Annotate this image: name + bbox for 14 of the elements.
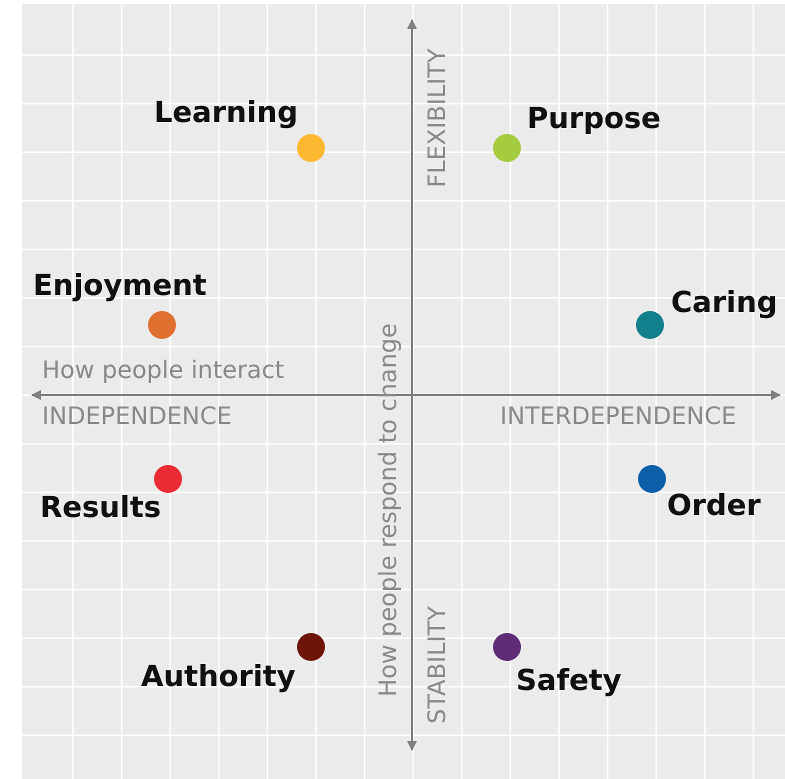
axis-label: STABILITY (423, 606, 451, 724)
axis-title: How people respond to change (374, 323, 402, 697)
axis-label: INTERDEPENDENCE (500, 402, 736, 430)
point-label: Caring (671, 285, 778, 319)
axis-label: INDEPENDENCE (42, 402, 232, 430)
point-label: Safety (516, 663, 622, 697)
point-label: Order (667, 488, 761, 522)
axis-label: FLEXIBILITY (423, 48, 451, 188)
point-label: Enjoyment (33, 268, 207, 302)
point-label: Results (40, 490, 161, 524)
point-label: Authority (141, 659, 296, 693)
point-label: Purpose (527, 101, 661, 135)
axis-title: How people interact (42, 356, 284, 384)
point-label: Learning (154, 95, 298, 129)
